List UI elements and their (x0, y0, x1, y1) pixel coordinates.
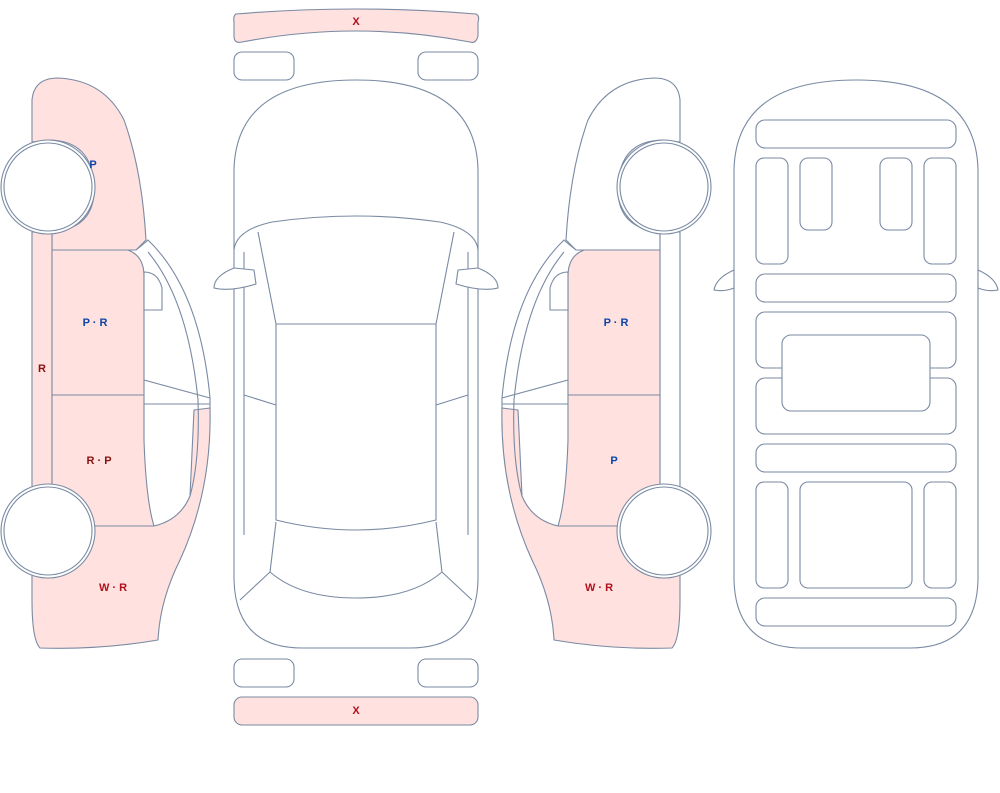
right-quarter-code: W · R (585, 582, 613, 594)
left-rear-wheel-rim (3, 486, 93, 576)
top-view: X X (213, 8, 499, 726)
right-mirror-side[interactable] (549, 271, 569, 311)
body-top-outline (233, 79, 479, 649)
right-front-door[interactable] (567, 249, 661, 396)
right-rear-door-trim[interactable] (923, 481, 957, 589)
left-mirror-side[interactable] (143, 271, 163, 311)
front-left-light[interactable] (233, 51, 295, 81)
pillar-lines (243, 394, 469, 406)
left-quarter-code: W · R (99, 582, 127, 594)
left-front-door[interactable] (51, 249, 145, 396)
windshield-frame (257, 231, 455, 325)
right-front-wheel-rim (619, 142, 709, 232)
interior-right-mirror (977, 269, 999, 292)
left-fender-code: P (89, 159, 96, 171)
front-seats-row[interactable] (755, 273, 957, 303)
right-rear-door-code: P (610, 455, 617, 467)
trunk-lines (239, 571, 473, 601)
passenger-seat-pad[interactable] (879, 157, 913, 231)
rear-bumper-panel[interactable] (233, 696, 479, 726)
interior-view (713, 79, 999, 649)
rear-right-light[interactable] (417, 658, 479, 688)
left-front-door-trim[interactable] (755, 157, 789, 265)
right-front-door-trim[interactable] (923, 157, 957, 265)
interior-left-mirror (713, 269, 735, 292)
front-right-light[interactable] (417, 51, 479, 81)
right-a-pillar (501, 239, 577, 408)
right-mirror-top[interactable] (455, 267, 499, 290)
rear-seats-row[interactable] (755, 443, 957, 473)
right-b-pillar (501, 379, 569, 405)
left-quarter-panel[interactable] (31, 407, 211, 649)
right-rocker-panel[interactable] (659, 231, 681, 488)
front-bumper-code: X (352, 16, 360, 28)
driver-seat-pad[interactable] (799, 157, 833, 231)
right-window-frame (513, 251, 565, 497)
left-a-pillar (135, 239, 211, 408)
right-side-view: P · R P W · R (501, 77, 712, 649)
front-bumper-panel[interactable] (233, 8, 480, 43)
dashboard[interactable] (755, 119, 957, 149)
left-rear-door-trim[interactable] (755, 481, 789, 589)
left-window-frame (147, 251, 199, 497)
rear-left-light[interactable] (233, 658, 295, 688)
left-rocker-panel[interactable] (31, 231, 53, 488)
center-console[interactable] (781, 334, 931, 412)
windshield-top (233, 215, 479, 251)
rear-panel-trim[interactable] (755, 597, 957, 627)
rear-window (269, 521, 443, 599)
left-front-door-code: P · R (83, 317, 108, 329)
right-front-door-code: P · R (604, 317, 629, 329)
cargo-area[interactable] (799, 481, 913, 589)
left-side-view: P R P · R R · P W · R (0, 77, 211, 649)
right-quarter-panel[interactable] (501, 407, 681, 649)
left-front-wheel-rim (3, 142, 93, 232)
rear-bumper-code: X (352, 705, 360, 717)
left-rocker-code: R (38, 363, 46, 375)
roof-panel (275, 324, 437, 531)
left-rear-door-code: R · P (86, 455, 111, 467)
side-rails (243, 252, 469, 535)
left-b-pillar (143, 379, 211, 405)
right-rear-wheel-rim (619, 486, 709, 576)
left-mirror-top[interactable] (213, 267, 257, 290)
